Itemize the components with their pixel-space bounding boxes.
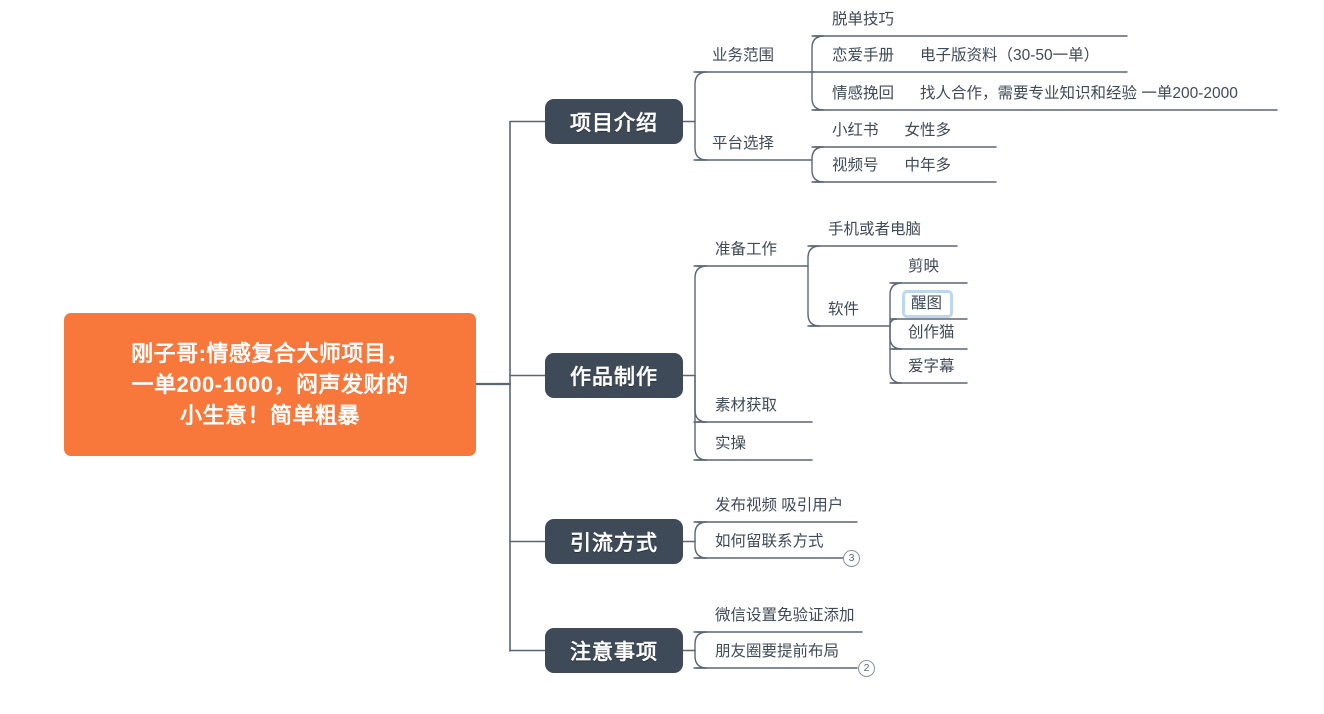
branch-2-item-1-item-2-item-2[interactable]: 醒图: [902, 290, 954, 318]
root-node[interactable]: 刚子哥:情感复合大师项目， 一单200-1000，闷声发财的 小生意！简单粗暴: [64, 313, 476, 456]
branch-4-item-1[interactable]: 微信设置免验证添加: [713, 606, 855, 626]
branch-label-2: 作品制作: [570, 365, 658, 389]
branch-1-item-1-label: 业务范围: [712, 47, 775, 64]
branch-1-item-1[interactable]: 业务范围: [710, 46, 774, 66]
branch-2-item-1-item-2-item-2-label: 醒图: [911, 295, 943, 312]
branch-2-item-1-item-2-item-3[interactable]: 创作猫: [906, 323, 955, 343]
branch-4-item-1-label: 微信设置免验证添加: [715, 607, 855, 624]
branch-2-item-3-label: 实操: [715, 435, 747, 452]
branch-2-item-1-item-1[interactable]: 手机或者电脑: [826, 220, 921, 240]
branch-3-item-1[interactable]: 发布视频 吸引用户: [713, 496, 843, 516]
branch-1-item-1-item-1-label: 脱单技巧: [832, 11, 895, 28]
branch-2-item-3[interactable]: 实操: [713, 434, 746, 454]
branch-1-item-2-item-1-label: 小红书: [832, 122, 879, 139]
branch-2-item-1-item-2-label: 软件: [828, 301, 860, 318]
branch-2-item-2-label: 素材获取: [715, 397, 778, 414]
branch-3-item-2-label: 如何留联系方式: [715, 533, 824, 550]
branch-1-item-1-item-2-detail: 电子版资料（30-50一单）: [920, 47, 1100, 64]
branch-2-item-1-item-2-item-1-label: 剪映: [908, 258, 940, 275]
branch-1-item-1-item-3[interactable]: 情感挽回 找人合作，需要专业知识和经验 一单200-2000: [830, 84, 1238, 104]
branch-2-item-1-item-1-label: 手机或者电脑: [828, 221, 922, 238]
branch-label-3: 引流方式: [570, 531, 658, 555]
branch-2-item-2[interactable]: 素材获取: [713, 396, 777, 416]
branch-3-item-2-badge[interactable]: 3: [843, 550, 860, 567]
branch-1-item-1-item-2-label: 恋爱手册: [832, 47, 895, 64]
branch-1-item-1-item-3-detail: 找人合作，需要专业知识和经验 一单200-2000: [920, 85, 1238, 102]
branch-2-item-1-item-2-item-3-label: 创作猫: [908, 324, 955, 341]
branch-node-2[interactable]: 作品制作: [545, 353, 683, 398]
branch-2-item-1-item-2-item-1[interactable]: 剪映: [906, 257, 939, 277]
branch-node-3[interactable]: 引流方式: [545, 519, 683, 564]
branch-node-4[interactable]: 注意事项: [545, 628, 683, 673]
root-label: 刚子哥:情感复合大师项目， 一单200-1000，闷声发财的 小生意！简单粗暴: [131, 341, 409, 428]
branch-label-1: 项目介绍: [570, 111, 658, 135]
branch-2-item-1-item-2-item-4[interactable]: 爱字幕: [906, 357, 955, 377]
branch-1-item-2-label: 平台选择: [712, 135, 775, 152]
branch-1-item-2-item-1[interactable]: 小红书 女性多: [830, 121, 951, 141]
branch-1-item-2-item-2-detail: 中年多: [904, 157, 952, 174]
branch-4-item-2[interactable]: 朋友圈要提前布局: [713, 642, 839, 662]
branch-1-item-2-item-2-label: 视频号: [832, 157, 879, 174]
branch-2-item-1-item-2-item-4-label: 爱字幕: [908, 358, 955, 375]
branch-1-item-2[interactable]: 平台选择: [710, 134, 774, 154]
branch-1-item-2-item-1-detail: 女性多: [904, 122, 952, 139]
branch-2-item-1-item-2[interactable]: 软件: [826, 300, 859, 320]
branch-label-4: 注意事项: [570, 640, 658, 664]
branch-1-item-1-item-3-label: 情感挽回: [832, 85, 895, 102]
branch-2-item-1[interactable]: 准备工作: [713, 240, 777, 260]
branch-4-item-2-label: 朋友圈要提前布局: [715, 643, 840, 660]
branch-3-item-1-label: 发布视频 吸引用户: [715, 497, 844, 514]
branch-node-1[interactable]: 项目介绍: [545, 99, 683, 144]
branch-1-item-2-item-2[interactable]: 视频号 中年多: [830, 156, 951, 176]
branch-4-item-2-badge[interactable]: 2: [858, 660, 875, 677]
branch-1-item-1-item-1[interactable]: 脱单技巧: [830, 10, 894, 30]
branch-1-item-1-item-2[interactable]: 恋爱手册 电子版资料（30-50一单）: [830, 46, 1099, 66]
branch-2-item-1-label: 准备工作: [715, 241, 778, 258]
branch-3-item-2[interactable]: 如何留联系方式: [713, 532, 824, 552]
